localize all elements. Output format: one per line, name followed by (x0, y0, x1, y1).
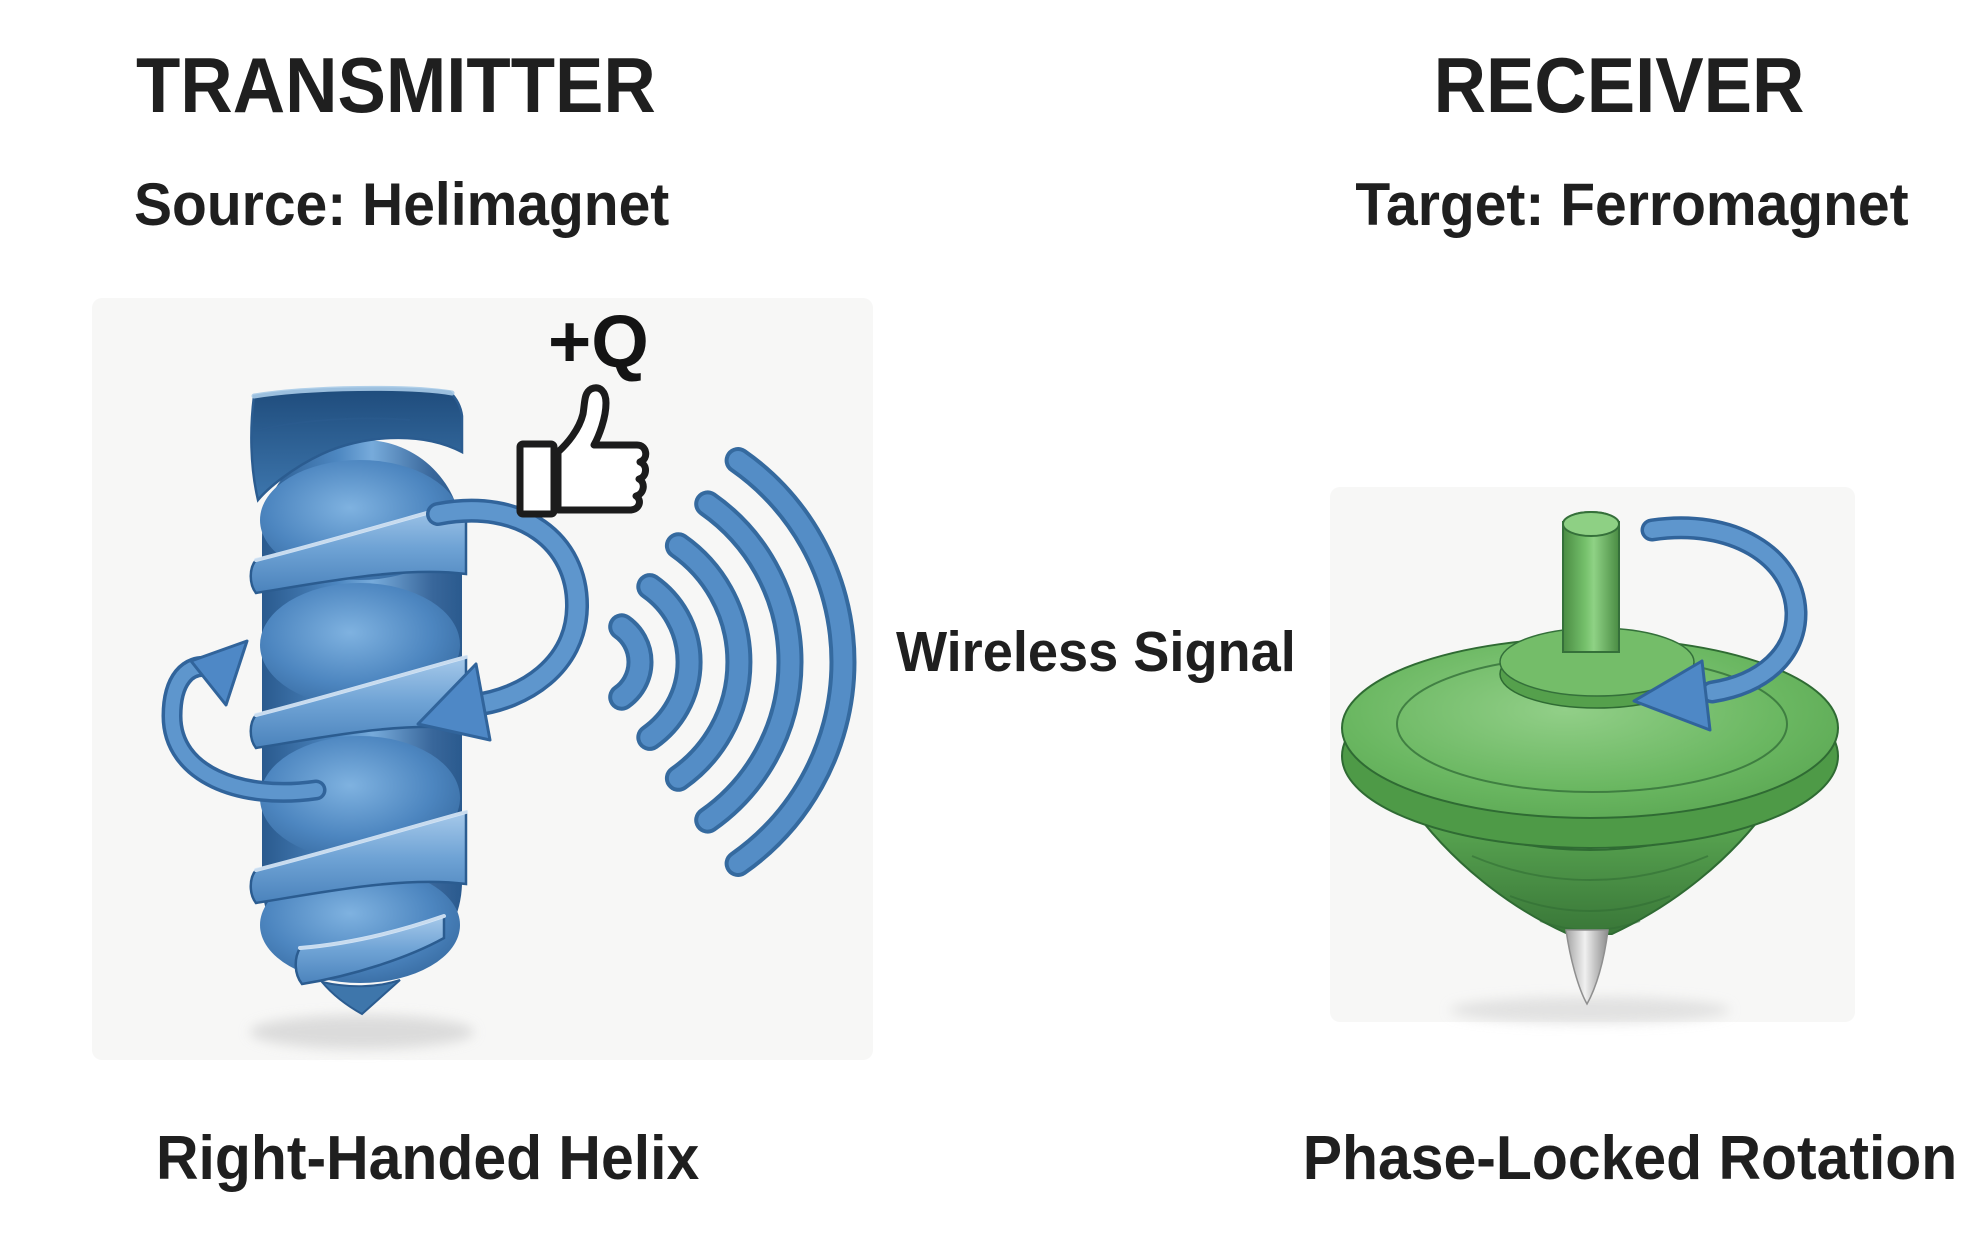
rotation-arrow-icon (416, 498, 590, 742)
receiver-title: RECEIVER (1433, 41, 1805, 129)
ferromagnet-illustration (1330, 487, 1855, 1023)
rotation-arrow-icon (161, 639, 327, 803)
thumbs-up-icon (516, 384, 650, 518)
transmitter-title: TRANSMITTER (136, 41, 656, 129)
helimagnet-illustration (92, 298, 873, 1060)
charge-annotation: +Q (548, 300, 649, 383)
spinning-top-illustration (1341, 511, 1839, 1006)
transmitter-subtitle: Source: Helimagnet (134, 171, 670, 238)
receiver-caption: Phase-Locked Rotation (1302, 1124, 1958, 1193)
right-handed-helix-illustration (249, 385, 468, 1016)
transmitter-caption: Right-Handed Helix (156, 1124, 700, 1193)
rotation-arrow-icon (1632, 516, 1808, 732)
top-shadow (1450, 997, 1730, 1023)
helix-shadow (250, 1015, 474, 1049)
wireless-waves-icon (608, 447, 857, 877)
wireless-signal-label: Wireless Signal (896, 620, 1296, 684)
receiver-subtitle: Target: Ferromagnet (1355, 171, 1909, 238)
